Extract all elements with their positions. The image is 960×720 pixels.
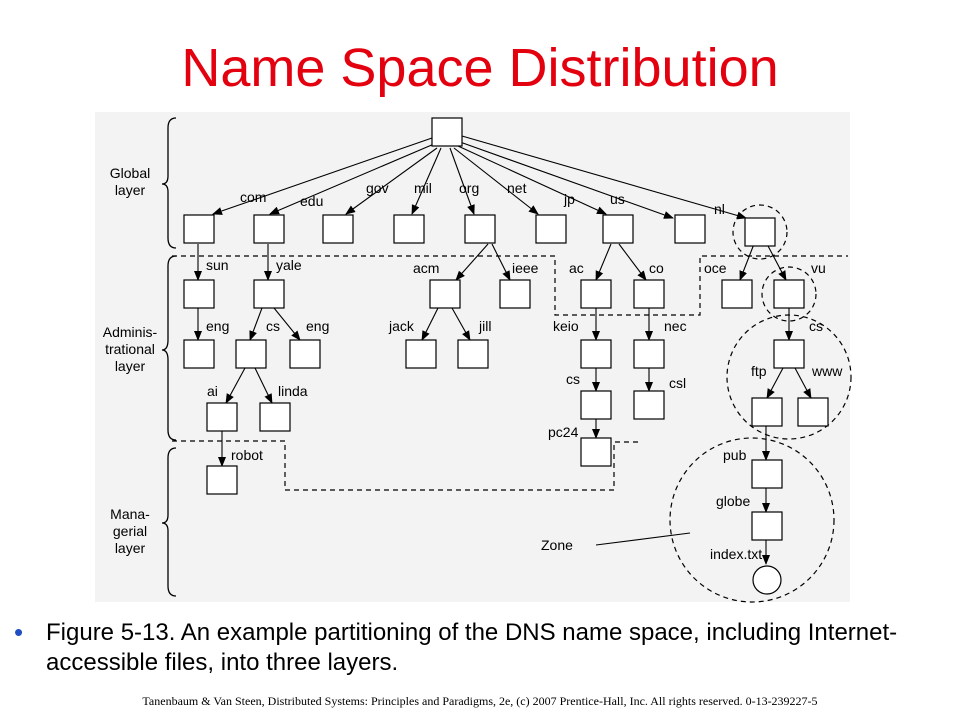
label-acm: acm (413, 260, 439, 276)
label-ftp: ftp (751, 363, 767, 379)
node-acm (429, 279, 461, 309)
label-yale: yale (276, 257, 302, 273)
node-pc24 (580, 437, 612, 467)
node-ieee (499, 279, 531, 309)
zone-pointer (595, 532, 691, 546)
label-org: org (459, 180, 479, 196)
label-index: index.txt (710, 546, 762, 562)
node-nec (633, 339, 665, 369)
label-linda: linda (278, 383, 308, 399)
label-globe: globe (716, 493, 750, 509)
node-pub (751, 459, 783, 489)
label-com: com (240, 189, 266, 205)
node-globe (751, 511, 783, 541)
label-csl: csl (669, 375, 686, 391)
node-cs1 (235, 339, 267, 369)
node-org (464, 214, 496, 244)
label-ai: ai (207, 383, 218, 399)
label-co: co (649, 260, 664, 276)
label-cs2: cs (566, 371, 580, 387)
node-jack (405, 339, 437, 369)
node-mil (393, 214, 425, 244)
node-com (183, 214, 215, 244)
node-file (752, 565, 782, 595)
node-jp (602, 214, 634, 244)
label-eng1: eng (206, 318, 229, 334)
label-pub: pub (723, 447, 747, 463)
layer-boundaries (172, 255, 848, 491)
node-edu (253, 214, 285, 244)
node-oce (721, 279, 753, 309)
root-node (431, 117, 463, 147)
node-ai (206, 402, 238, 432)
label-oce: oce (704, 260, 727, 276)
tree-nodes (183, 117, 829, 595)
node-jill (457, 339, 489, 369)
bullet-icon: • (14, 617, 24, 647)
node-robot (206, 465, 238, 495)
node-linda (259, 402, 291, 432)
managerial-layer-brace (161, 447, 177, 597)
label-us: us (610, 191, 625, 207)
label-ieee: ieee (512, 260, 539, 276)
tree-edges (194, 135, 812, 565)
node-co (633, 279, 665, 309)
label-www: www (811, 363, 843, 379)
node-vu (773, 279, 805, 309)
footer-citation: Tanenbaum & Van Steen, Distributed Syste… (142, 694, 818, 708)
label-nl: nl (714, 201, 725, 217)
label-sun: sun (206, 257, 229, 273)
node-www (797, 397, 829, 427)
node-sun (183, 279, 215, 309)
label-nec: nec (664, 318, 687, 334)
label-gov: gov (366, 180, 389, 196)
label-robot: robot (231, 447, 263, 463)
label-jp: jp (563, 191, 575, 207)
node-keio (580, 339, 612, 369)
node-ftp (751, 397, 783, 427)
node-gov (322, 214, 354, 244)
node-nl (744, 217, 776, 247)
label-edu: edu (300, 193, 323, 209)
label-net: net (507, 180, 527, 196)
zone-label: Zone (541, 537, 573, 553)
node-net (535, 214, 567, 244)
label-pc24: pc24 (548, 424, 579, 440)
node-eng1 (183, 339, 215, 369)
label-eng2: eng (306, 318, 329, 334)
node-cs2 (580, 390, 612, 420)
caption-text: Figure 5-13. An example partitioning of … (46, 619, 898, 676)
node-yale (253, 279, 285, 309)
slide-title: Name Space Distribution (181, 38, 779, 98)
node-cs3 (773, 339, 805, 369)
label-vu: vu (811, 260, 826, 276)
node-ac (580, 279, 612, 309)
global-layer-brace (161, 117, 177, 249)
node-eng2 (289, 339, 321, 369)
label-jack: jack (388, 318, 415, 334)
admin-layer-brace (161, 255, 177, 441)
label-ac: ac (569, 260, 584, 276)
label-cs1: cs (266, 318, 280, 334)
label-jill: jill (478, 318, 491, 334)
label-keio: keio (553, 318, 579, 334)
node-us (674, 214, 706, 244)
label-mil: mil (414, 180, 432, 196)
node-csl (633, 390, 665, 420)
label-cs3: cs (809, 318, 823, 334)
